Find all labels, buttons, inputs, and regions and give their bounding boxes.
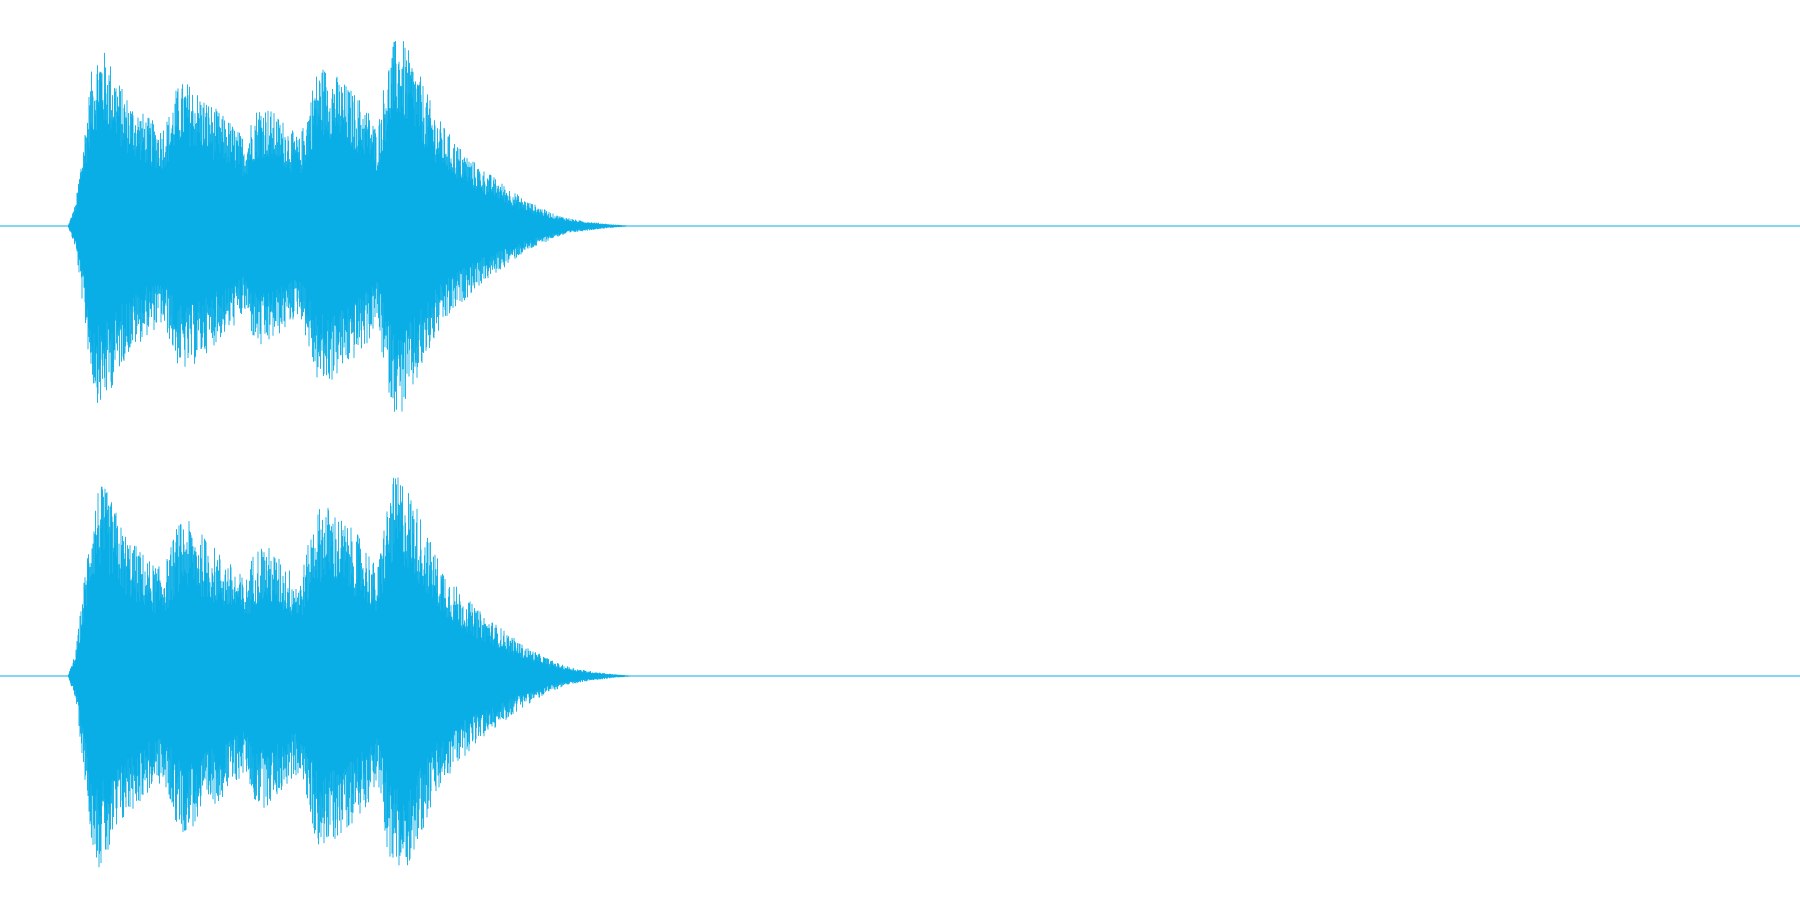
waveform-channel-1[interactable] [0,41,1800,412]
waveform-envelope [68,565,640,787]
waveform-envelope [68,120,640,332]
waveform-channel-2[interactable] [0,477,1800,868]
